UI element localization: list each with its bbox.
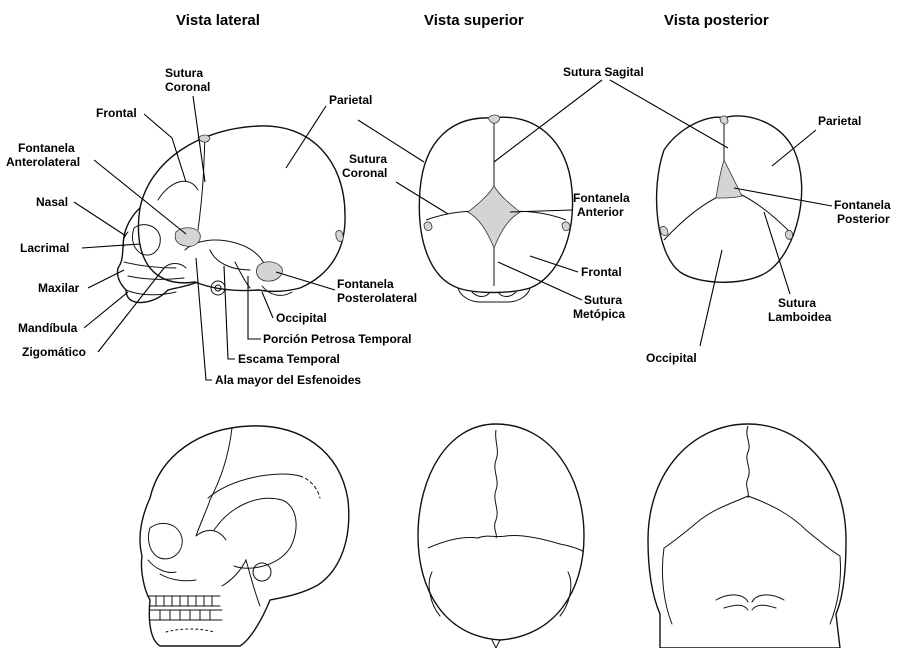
- label-fontanela-anterolateral-2: Anterolateral: [6, 155, 80, 169]
- label-occipital-post: Occipital: [646, 351, 697, 365]
- label-mandibula: Mandíbula: [18, 321, 78, 335]
- label-fontanela-posterolateral-2: Posterolateral: [337, 291, 417, 305]
- label-fontanela-anterior-2: Anterior: [577, 205, 624, 219]
- posterior-labels: Parietal Fontanela Posterior Sutura Lamb…: [646, 114, 891, 365]
- infant-superior-skull: [419, 115, 572, 302]
- adult-lateral-skull: [140, 426, 349, 646]
- adult-superior-skull: [418, 424, 584, 648]
- infant-lateral-skull: [117, 126, 345, 303]
- label-fontanela-anterolateral: Fontanela: [18, 141, 75, 155]
- label-sutura-coronal-sup: Sutura: [349, 152, 387, 166]
- label-sutura-sagital: Sutura Sagital: [563, 65, 644, 79]
- label-zigomatico: Zigomático: [22, 345, 86, 359]
- title-posterior: Vista posterior: [664, 12, 769, 29]
- infant-posterior-skull: [657, 116, 802, 282]
- label-fontanela-anterior: Fontanela: [573, 191, 630, 205]
- lateral-labels: Sutura Coronal Frontal Parietal Fontanel…: [6, 66, 417, 387]
- superior-labels: Sutura Sagital Sutura Coronal Fontanela …: [342, 65, 728, 321]
- label-fontanela-posterior-2: Posterior: [837, 212, 890, 226]
- label-parietal: Parietal: [329, 93, 372, 107]
- label-escama-temporal: Escama Temporal: [238, 352, 340, 366]
- label-sutura-coronal-2: Coronal: [165, 80, 210, 94]
- label-sutura-lamboidea-2: Lamboidea: [768, 310, 832, 324]
- label-occipital-lateral: Occipital: [276, 311, 327, 325]
- title-superior: Vista superior: [424, 12, 524, 29]
- label-maxilar: Maxilar: [38, 281, 80, 295]
- label-fontanela-posterior: Fontanela: [834, 198, 891, 212]
- label-frontal: Frontal: [96, 106, 137, 120]
- label-sutura-coronal-sup-2: Coronal: [342, 166, 387, 180]
- label-fontanela-posterolateral: Fontanela: [337, 277, 394, 291]
- label-lacrimal: Lacrimal: [20, 241, 69, 255]
- label-porcion-petrosa: Porción Petrosa Temporal: [263, 332, 411, 346]
- label-sutura-coronal: Sutura: [165, 66, 203, 80]
- label-sutura-metopica-2: Metópica: [573, 307, 625, 321]
- label-frontal-sup: Frontal: [581, 265, 622, 279]
- label-parietal-post: Parietal: [818, 114, 861, 128]
- label-sutura-metopica: Sutura: [584, 293, 622, 307]
- adult-posterior-skull: [648, 424, 846, 648]
- label-nasal: Nasal: [36, 195, 68, 209]
- label-ala-mayor: Ala mayor del Esfenoides: [215, 373, 361, 387]
- title-lateral: Vista lateral: [176, 12, 260, 29]
- label-sutura-lamboidea: Sutura: [778, 296, 816, 310]
